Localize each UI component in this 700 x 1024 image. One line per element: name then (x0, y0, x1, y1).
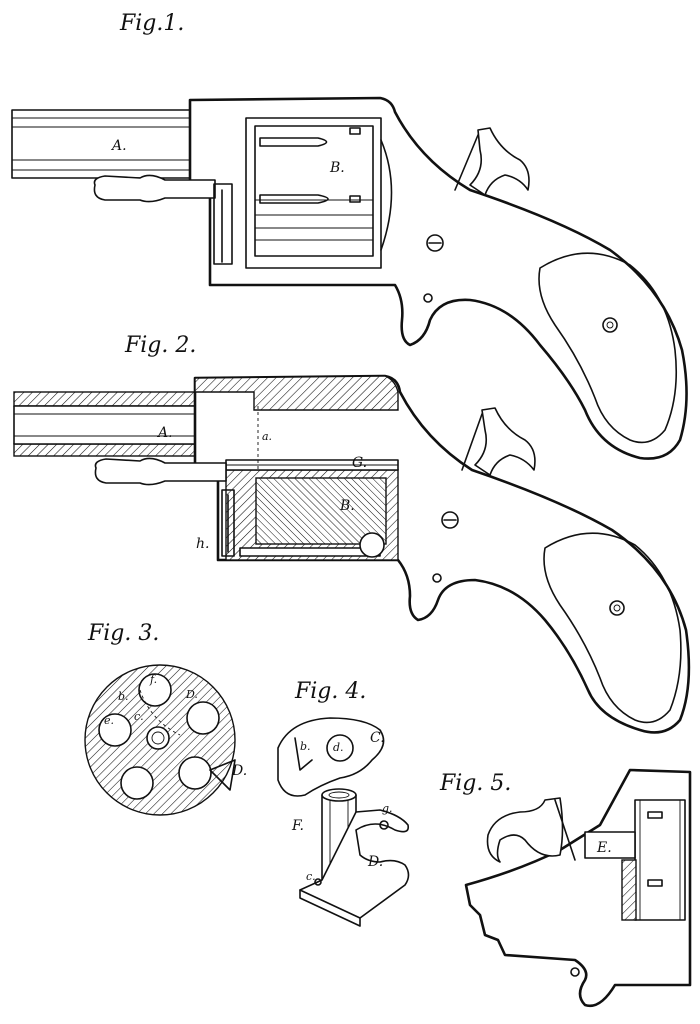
fig4-label-b: b. (300, 740, 311, 753)
fig5-hand (584, 831, 636, 859)
fig2-ejector-rod (94, 457, 227, 486)
fig1-label-A: A. (110, 138, 127, 154)
fig1-cylinder (245, 117, 393, 269)
figure-3: Fig. 3. b. f. c. D. e. D. (84, 621, 247, 816)
fig2-cylinder-section (255, 477, 387, 545)
figure-1: Fig.1. (11, 11, 688, 460)
fig3-label-D2: D. (231, 763, 247, 779)
fig5-frame-fragment (464, 768, 692, 1008)
fig4-label-F: F. (291, 818, 304, 834)
fig3-chamber-3 (178, 756, 212, 790)
fig3-center-pin (146, 726, 170, 750)
figure-5: Fig. 5. E. (439, 768, 692, 1008)
fig3-label-c: c. (134, 710, 144, 723)
fig3-chamber-4 (120, 766, 154, 800)
figure-3-title: Fig. 3. (87, 621, 159, 646)
fig1-barrel (11, 109, 195, 179)
figure-2: Fig. 2. A. (13, 333, 691, 734)
fig3-chamber-1 (138, 673, 172, 707)
figure-1-title: Fig.1. (119, 11, 184, 36)
fig1-ejector-rod (93, 174, 216, 203)
fig3-label-b: b. (118, 690, 129, 703)
fig5-cylinder (634, 799, 686, 921)
fig5-label-E: E. (596, 840, 612, 856)
fig1-label-B: B. (329, 160, 345, 176)
fig3-chamber-5 (98, 713, 132, 747)
fig3-label-f: f. (149, 673, 157, 686)
fig2-label-a: a. (262, 430, 272, 443)
fig3-label-D: D. (185, 688, 198, 701)
fig4-label-C: C. (370, 730, 385, 746)
fig3-label-e: e. (104, 714, 114, 727)
fig2-label-A: A. (156, 425, 173, 441)
fig2-grip-panel (543, 532, 682, 724)
fig1-frame-screw (426, 234, 444, 252)
fig2-label-h: h. (196, 536, 209, 552)
figure-5-title: Fig. 5. (439, 771, 511, 796)
fig2-label-G: G. (352, 455, 367, 471)
fig4-label-d: d. (333, 741, 344, 754)
fig1-grip-panel (538, 252, 678, 444)
fig4-label-D: D. (367, 854, 383, 870)
fig3-chamber-2 (186, 701, 220, 735)
fig2-label-B: B. (339, 498, 355, 514)
figure-2-title: Fig. 2. (124, 333, 196, 358)
fig1-grip-screw (602, 317, 618, 333)
figure-4-title: Fig. 4. (294, 679, 366, 704)
fig4-base-plate (299, 809, 410, 919)
fig2-trigger (474, 407, 536, 476)
fig4-label-g: g. (382, 802, 393, 815)
fig4-label-c: c. (306, 870, 316, 883)
figure-4: Fig. 4. b. d. C. g. F. D. c. (277, 679, 410, 927)
fig1-trigger (469, 127, 530, 196)
fig5-trigger (486, 797, 564, 863)
